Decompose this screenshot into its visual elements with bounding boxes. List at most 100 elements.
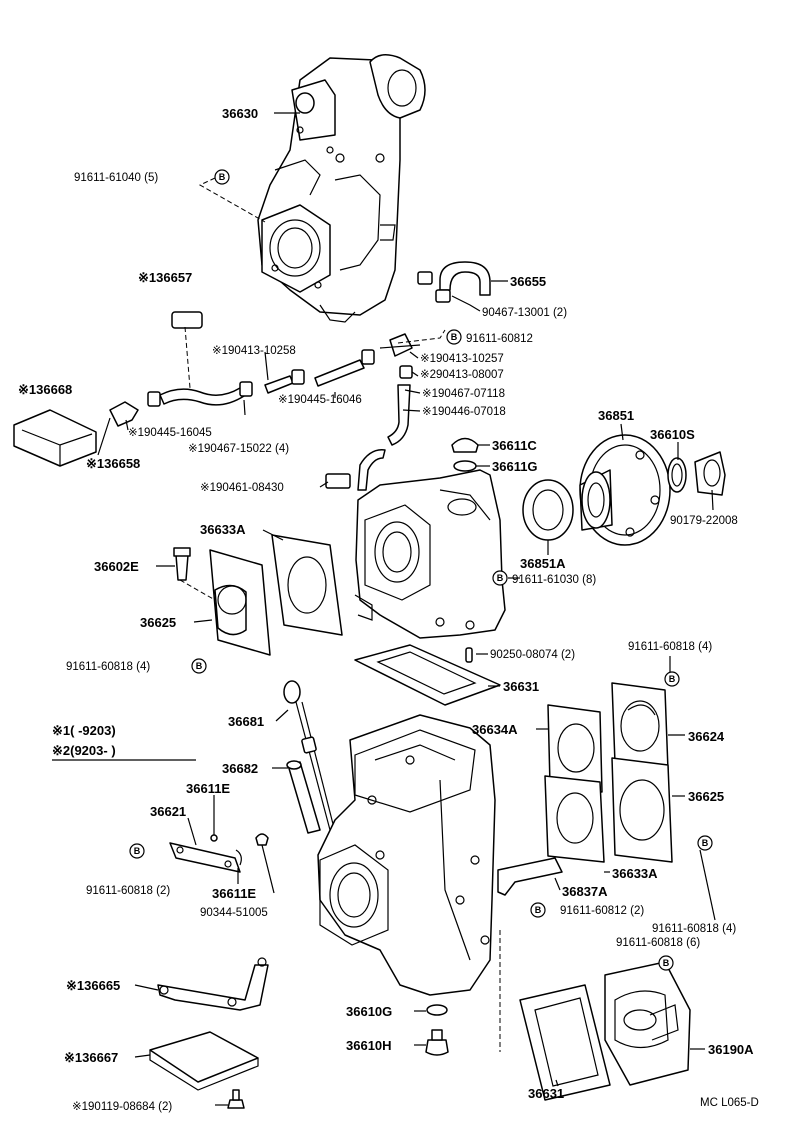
label-36658: ※136658	[86, 456, 140, 471]
label-190461-08430: ※190461-08430	[200, 482, 284, 494]
label-190413-10257: ※190413-10257	[420, 353, 504, 365]
label-290413-08007: ※290413-08007	[420, 369, 504, 381]
label-36631-lower: 36631	[528, 1086, 564, 1101]
bracket-36837a	[497, 857, 563, 896]
oil-seal-36610s	[667, 451, 726, 496]
cover-36624	[611, 682, 669, 771]
svg-text:B: B	[497, 573, 504, 583]
label-36610h: 36610H	[346, 1038, 392, 1053]
label-190467-07118: ※190467-07118	[422, 388, 505, 400]
label-190445-16046: ※190445-16046	[278, 394, 362, 406]
bolt-symbol-7: B	[697, 835, 713, 851]
label-90179-22008: 90179-22008	[670, 515, 738, 527]
transfer-housing-middle	[354, 469, 506, 639]
label-91611-60818-6: 91611-60818 (6)	[616, 937, 700, 949]
svg-text:B: B	[196, 661, 203, 671]
label-36633a-upper: 36633A	[200, 522, 246, 537]
label-36611e-lower: 36611E	[212, 886, 256, 901]
bolt-90119	[227, 1089, 245, 1109]
breather-plug-36602e	[173, 547, 191, 581]
breather-pipe-assembly	[109, 311, 421, 491]
gasket-36634a	[547, 704, 603, 793]
label-36634a: 36634A	[472, 722, 518, 737]
label-91611-60818-left: 91611-60818 (4)	[66, 661, 150, 673]
cover-36625-left	[209, 549, 271, 656]
lever-36621	[169, 833, 269, 873]
label-36625-left: 36625	[140, 615, 176, 630]
label-36657: ※136657	[138, 270, 192, 285]
label-36190a: 36190A	[708, 1042, 754, 1057]
bolt-symbol-6: B	[129, 843, 145, 859]
label-36631-upper: 36631	[503, 679, 539, 694]
label-190445-16045: ※190445-16045	[128, 427, 212, 439]
gasket-36631-upper	[354, 644, 501, 706]
label-91611-60818-right: 91611-60818 (4)	[628, 641, 712, 653]
svg-text:B: B	[451, 332, 458, 342]
bolt-symbol-2: B	[446, 329, 462, 345]
label-190467-15022: ※190467-15022 (4)	[188, 443, 289, 455]
bolt-symbol-1: B	[214, 169, 230, 185]
label-36668: ※136668	[18, 382, 72, 397]
label-36682: 36682	[222, 761, 258, 776]
svg-text:B: B	[669, 674, 676, 684]
hose-36655	[417, 261, 491, 303]
bolt-symbol-3: B	[492, 570, 508, 586]
label-36602e: 36602E	[94, 559, 139, 574]
bracket-36668	[13, 409, 97, 467]
label-190119-08684: ※190119-08684 (2)	[72, 1101, 172, 1113]
label-36851: 36851	[598, 408, 634, 423]
note-2: ※2(9203- )	[52, 743, 116, 758]
label-36611e-upper: 36611E	[186, 781, 230, 796]
label-91611-61040: 91611-61040 (5)	[74, 172, 158, 184]
label-36667: ※136667	[64, 1050, 118, 1065]
label-91611-60812-2: 91611-60812 (2)	[560, 905, 644, 917]
plug-36610h	[425, 1029, 449, 1056]
bolt-symbol-4: B	[191, 658, 207, 674]
label-36621: 36621	[150, 804, 186, 819]
label-36625-right: 36625	[688, 789, 724, 804]
note-1: ※1( -9203)	[52, 723, 116, 738]
label-190413-10258: ※190413-10258	[212, 345, 296, 357]
leader-lines	[97, 112, 716, 1106]
gasket-36633a-upper	[271, 534, 343, 636]
label-36851a: 36851A	[520, 556, 566, 571]
protector-36667	[149, 1031, 259, 1091]
bolt-symbol-8: B	[530, 902, 546, 918]
part-labels: 36630 91611-61040 (5) 36655 90467-13001 …	[18, 106, 759, 1113]
label-36655: 36655	[510, 274, 546, 289]
label-36837a: 36837A	[562, 884, 608, 899]
transfer-housing-lower	[317, 714, 496, 996]
svg-text:B: B	[134, 846, 141, 856]
plug-36611c	[451, 437, 479, 472]
dowel-pin	[465, 647, 473, 663]
bolt-symbol-5: B	[664, 671, 680, 687]
dipstick-guide-36682	[286, 760, 321, 834]
transfer-housing-upper	[257, 54, 426, 323]
bolt-symbol-9: B	[658, 955, 674, 971]
label-90344-51005: 90344-51005	[200, 907, 268, 919]
label-36610g: 36610G	[346, 1004, 392, 1019]
label-36630: 36630	[222, 106, 258, 121]
diagram-code: MC L065-D	[700, 1097, 759, 1109]
label-90467-13001: 90467-13001 (2)	[482, 307, 567, 319]
label-90250-08074: 90250-08074 (2)	[490, 649, 575, 661]
label-36624: 36624	[688, 729, 725, 744]
bracket-36665	[157, 957, 269, 1011]
label-36610s: 36610S	[650, 427, 695, 442]
label-190446-07018: ※190446-07018	[422, 406, 506, 418]
label-91611-60818-2: 91611-60818 (2)	[86, 885, 170, 897]
svg-text:B: B	[219, 172, 226, 182]
label-36665: ※136665	[66, 978, 120, 993]
gasket-36633a-lower	[544, 775, 605, 863]
dipstick-36681	[283, 680, 335, 831]
cover-36625-right	[611, 757, 673, 863]
label-36611g: 36611G	[492, 459, 538, 474]
label-91611-61030: 91611-61030 (8)	[512, 574, 596, 586]
svg-text:B: B	[702, 838, 709, 848]
cover-36190a	[604, 961, 691, 1086]
oil-seal-36851a	[522, 479, 574, 541]
label-91611-60812: 91611-60812	[466, 333, 533, 345]
label-91611-60818-4c: 91611-60818 (4)	[652, 923, 736, 935]
label-36611c: 36611C	[492, 438, 537, 453]
